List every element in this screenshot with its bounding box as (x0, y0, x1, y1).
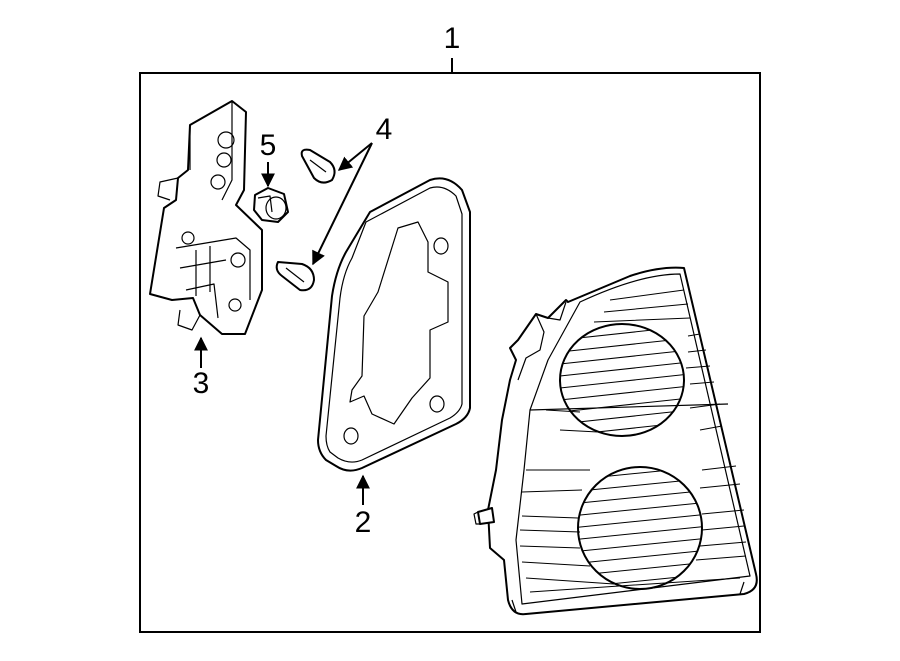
callout-5: 5 (260, 129, 277, 188)
gasket-part (317, 177, 471, 472)
callout-4: 4 (312, 113, 393, 266)
callout-4-label: 4 (376, 113, 393, 146)
wedge-bulb-upper (300, 148, 336, 184)
callout-2: 2 (355, 474, 372, 539)
callout-3: 3 (193, 336, 210, 400)
callout-5-label: 5 (260, 129, 277, 162)
tail-lamp-housing (473, 266, 758, 616)
socket-carrier-part (149, 100, 263, 335)
callout-1-label: 1 (444, 22, 461, 55)
socket-bulb-part (253, 187, 289, 223)
callout-3-label: 3 (193, 367, 210, 400)
assembly-frame (139, 72, 761, 633)
callout-2-label: 2 (355, 506, 372, 539)
wedge-bulb-lower (275, 261, 315, 292)
callout-1: 1 (444, 22, 461, 73)
